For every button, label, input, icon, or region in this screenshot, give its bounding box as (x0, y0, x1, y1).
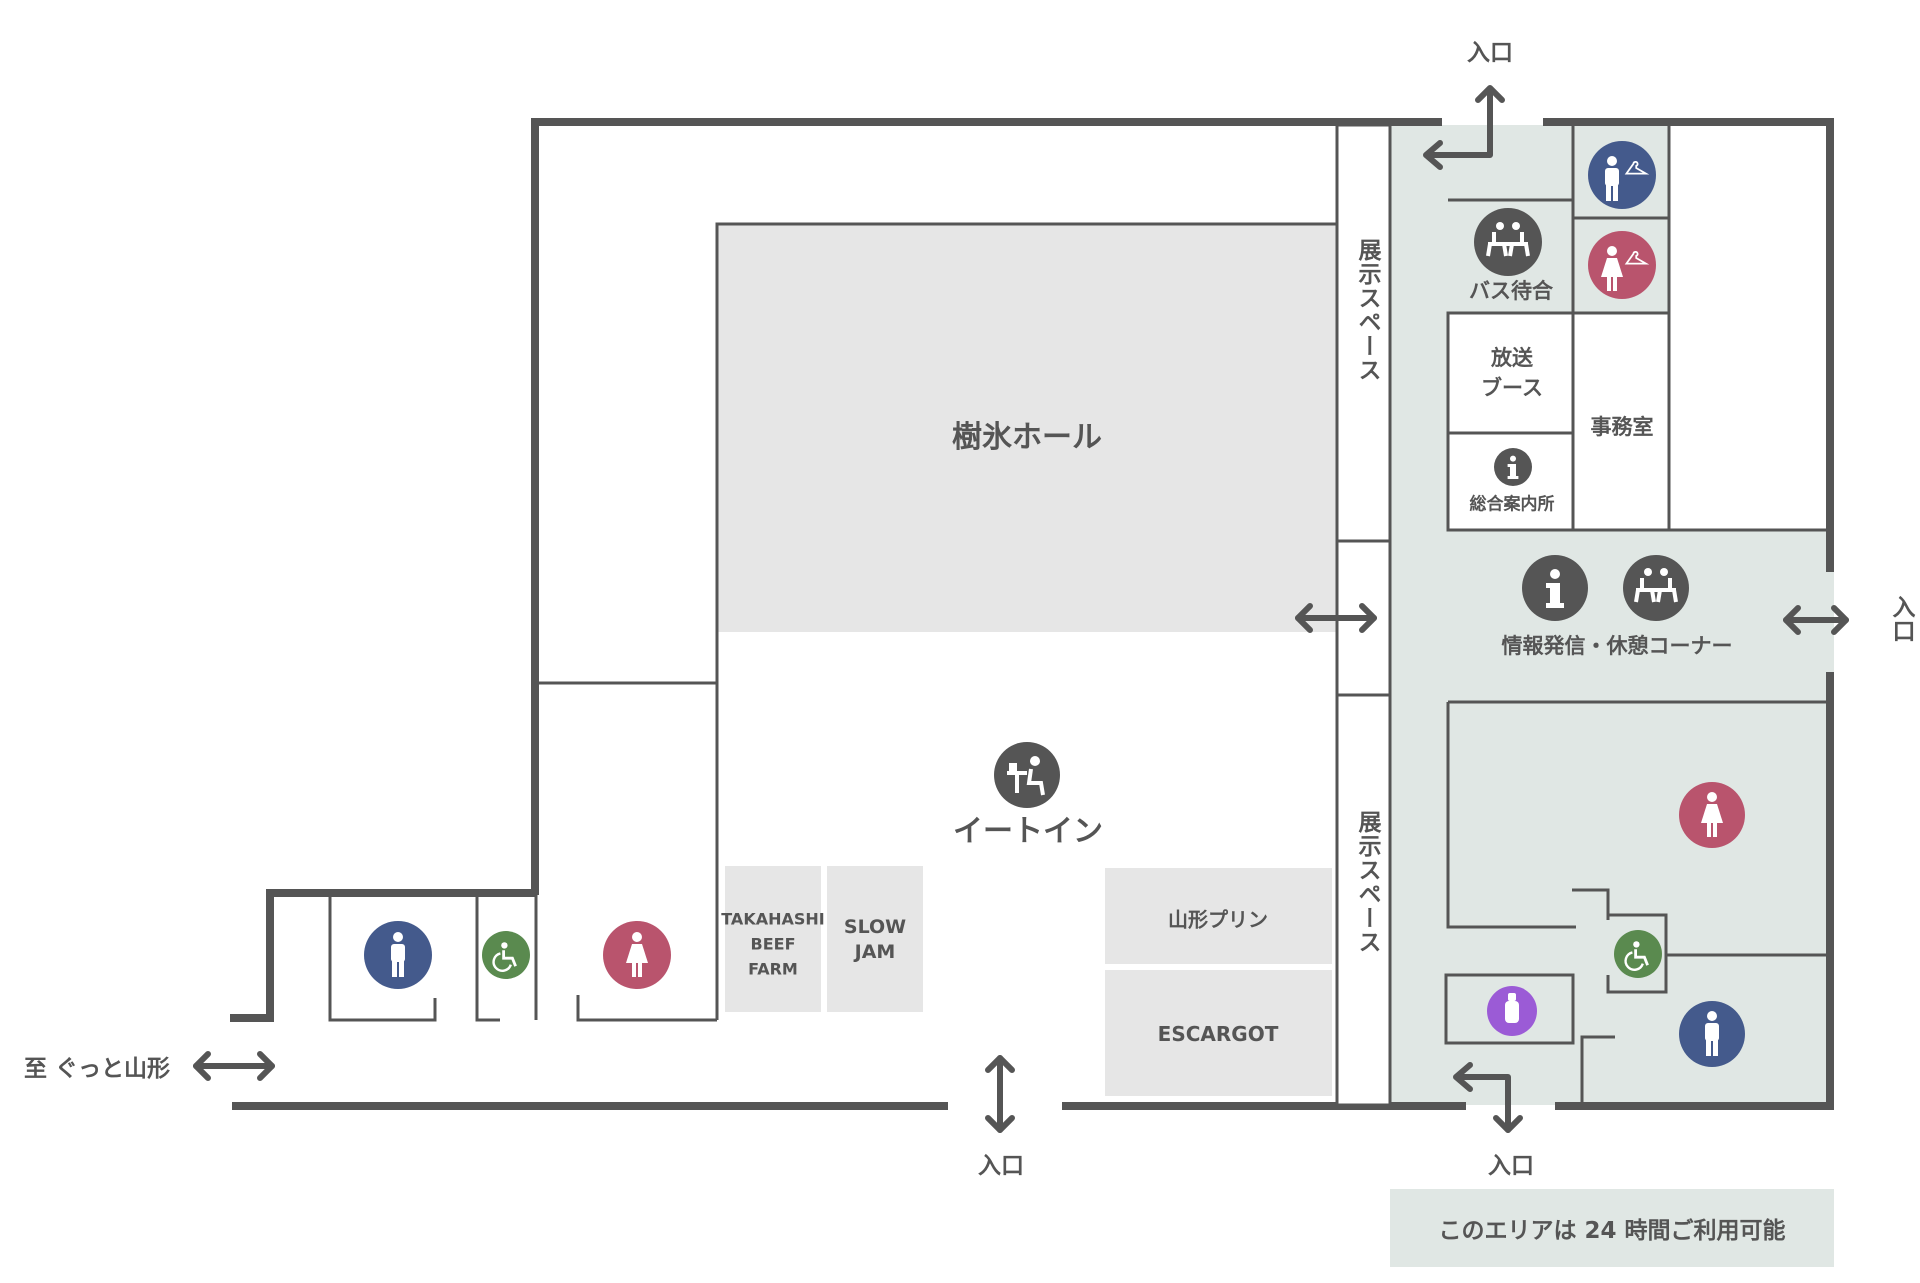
eat-in-label: イートイン (953, 814, 1103, 849)
hall-label: 樹氷ホール (952, 420, 1102, 455)
office-label: 事務室 (1590, 415, 1654, 439)
entrance-right-label: 入口 (1888, 595, 1914, 643)
shop-escargot-label: ESCARGOT (1157, 1022, 1279, 1046)
shop-purin-label: 山形プリン (1168, 907, 1268, 932)
mens-toilet-icon (1588, 141, 1656, 209)
mens-toilet-icon (1679, 1001, 1745, 1067)
shop-purin-box (1105, 868, 1332, 964)
womens-toilet-icon (1679, 782, 1745, 848)
entrance-bottom-right-label: 入口 (1488, 1153, 1534, 1179)
exhibit-space-top-label: 展示スペース (1354, 238, 1380, 382)
office-room (1571, 311, 1671, 532)
bus-waiting-label: バス待合 (1469, 279, 1553, 303)
info-center-label: 総合案内所 (1469, 494, 1555, 515)
shop-slowjam-label: SLOW JAM (843, 916, 907, 963)
rooms-24h (1446, 125, 1829, 532)
shop-takahashi-box (725, 866, 821, 1012)
information-icon (1522, 555, 1588, 621)
information-icon (1494, 448, 1532, 486)
entrance-bottom-center-label: 入口 (978, 1153, 1024, 1179)
waiting-bench-icon (1474, 208, 1542, 276)
hall-room (717, 224, 1337, 632)
accessible-toilet-icon (1614, 930, 1662, 978)
broadcast-booth-label: 放送 ブース (1481, 346, 1543, 400)
accessible-toilet-icon (482, 931, 530, 979)
note-24h-area: このエリアは 24 時間ご利用可能 (1390, 1189, 1834, 1267)
entrance-top-label: 入口 (1467, 40, 1513, 66)
shop-escargot-box (1105, 970, 1332, 1096)
info-lounge-label: 情報発信・休憩コーナー (1501, 634, 1733, 658)
white-corner-room (1669, 125, 1829, 530)
interior-walls (328, 123, 1830, 1107)
mens-toilet-icon (364, 921, 432, 989)
eat-in-icon (994, 742, 1060, 808)
shop-takahashi-label: TAKAHASHI BEEF FARM (721, 909, 825, 979)
broadcast-booth-room (1446, 311, 1575, 435)
arrows (193, 85, 1849, 1133)
exhibit-space-bottom-label: 展示スペース (1354, 810, 1380, 954)
to-gutto-yamagata-label: 至 ぐっと山形 (23, 1056, 171, 1082)
womens-toilet-icon (1588, 231, 1656, 299)
shop-slowjam-box (827, 866, 923, 1012)
womens-toilet-icon (603, 921, 671, 989)
waiting-bench-icon (1623, 555, 1689, 621)
baby-bottle-icon (1487, 986, 1537, 1036)
outer-walls (230, 118, 1834, 1110)
